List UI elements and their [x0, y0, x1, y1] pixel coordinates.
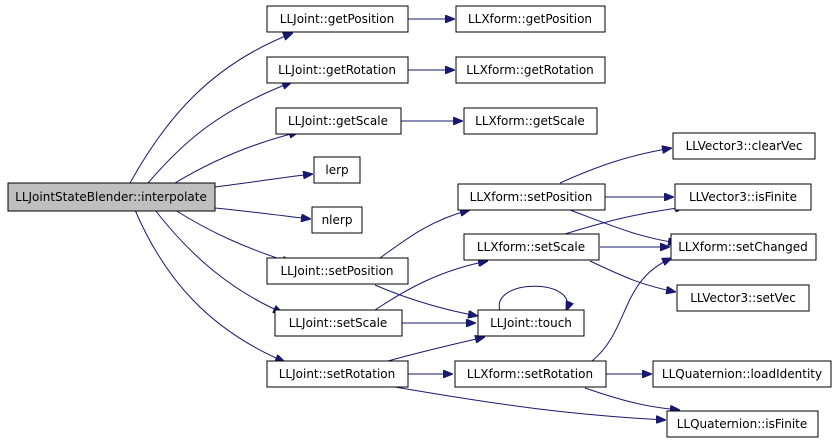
node-label: LLXform::setChanged [678, 240, 808, 254]
node-label: LLJoint::getRotation [278, 63, 396, 77]
node-label: LLJoint::touch [490, 316, 572, 330]
edge-root-lerp [214, 174, 313, 188]
node-label: LLXform::getRotation [466, 63, 594, 77]
node-xsetscale[interactable]: LLXform::setScale [463, 233, 600, 261]
node-label: LLXform::setPosition [470, 190, 593, 204]
node-label: LLQuaternion::isFinite [677, 417, 808, 431]
node-label: LLJoint::setPosition [280, 264, 393, 278]
edge-jtouch-self [498, 285, 567, 311]
edge-jsetscale-xsetscale [374, 261, 488, 311]
edge-root-jsetpos [174, 209, 292, 263]
node-xgetrot[interactable]: LLXform::getRotation [455, 56, 606, 84]
node-qloadid[interactable]: LLQuaternion::loadIdentity [652, 360, 832, 388]
edges [129, 19, 685, 420]
node-label: LLJoint::setScale [289, 316, 388, 330]
edge-xsetscale-v3finite [564, 207, 685, 235]
node-nlerp[interactable]: nlerp [311, 206, 363, 234]
edge-xsetrot-qfinite [584, 387, 680, 410]
edge-jsetpos-xsetpos [379, 210, 470, 259]
edge-root-jgetscale [174, 132, 299, 184]
edge-jsetpos-jtouch [374, 284, 478, 316]
node-jtouch[interactable]: LLJoint::touch [477, 309, 585, 337]
node-label: LLVector3::isFinite [689, 190, 797, 204]
node-lerp[interactable]: lerp [313, 156, 361, 184]
edge-root-jgetrot [147, 82, 292, 184]
edge-root-jsetrot [134, 209, 285, 362]
node-label: LLQuaternion::loadIdentity [662, 367, 822, 381]
node-label: LLXform::getScale [475, 114, 585, 128]
node-root[interactable]: LLJointStateBlender::interpolate [7, 182, 216, 212]
node-label: LLJointStateBlender::interpolate [15, 190, 207, 204]
node-label: lerp [325, 163, 348, 177]
node-label: LLVector3::clearVec [686, 139, 803, 153]
edge-root-jsetscale [154, 209, 283, 313]
node-v3clear[interactable]: LLVector3::clearVec [672, 132, 816, 160]
node-v3finite[interactable]: LLVector3::isFinite [674, 183, 812, 211]
edge-xsetpos-xsetchanged [569, 209, 678, 243]
node-label: LLXform::setRotation [467, 367, 593, 381]
node-label: LLJoint::getPosition [280, 12, 394, 26]
edge-xsetrot-xsetchanged [591, 258, 672, 362]
edge-xsetpos-v3clear [559, 148, 672, 184]
edge-jsetrot-qfinite [394, 386, 666, 420]
node-label: LLJoint::getScale [288, 114, 388, 128]
node-xgetscale[interactable]: LLXform::getScale [463, 107, 598, 135]
node-jgetpos[interactable]: LLJoint::getPosition [266, 5, 409, 33]
node-qfinite[interactable]: LLQuaternion::isFinite [666, 410, 819, 438]
node-label: LLXform::getPosition [468, 12, 592, 26]
node-xgetpos[interactable]: LLXform::getPosition [455, 5, 606, 33]
node-label: nlerp [322, 213, 353, 227]
node-label: LLXform::setScale [477, 240, 585, 254]
node-jgetscale[interactable]: LLJoint::getScale [275, 107, 402, 135]
node-jgetrot[interactable]: LLJoint::getRotation [266, 56, 409, 84]
edge-root-jgetpos [129, 33, 293, 184]
node-xsetpos[interactable]: LLXform::setPosition [457, 183, 606, 211]
edge-root-nlerp [214, 207, 311, 219]
node-jsetrot[interactable]: LLJoint::setRotation [266, 360, 409, 388]
node-jsetscale[interactable]: LLJoint::setScale [274, 309, 403, 337]
edge-xsetscale-v3setvec [589, 260, 676, 292]
node-xsetchanged[interactable]: LLXform::setChanged [670, 233, 817, 261]
edge-jsetrot-jtouch [387, 337, 485, 362]
node-label: LLJoint::setRotation [279, 367, 396, 381]
node-jsetpos[interactable]: LLJoint::setPosition [266, 257, 409, 285]
node-v3setvec[interactable]: LLVector3::setVec [676, 284, 810, 312]
node-xsetrot[interactable]: LLXform::setRotation [454, 360, 607, 388]
node-label: LLVector3::setVec [690, 291, 796, 305]
